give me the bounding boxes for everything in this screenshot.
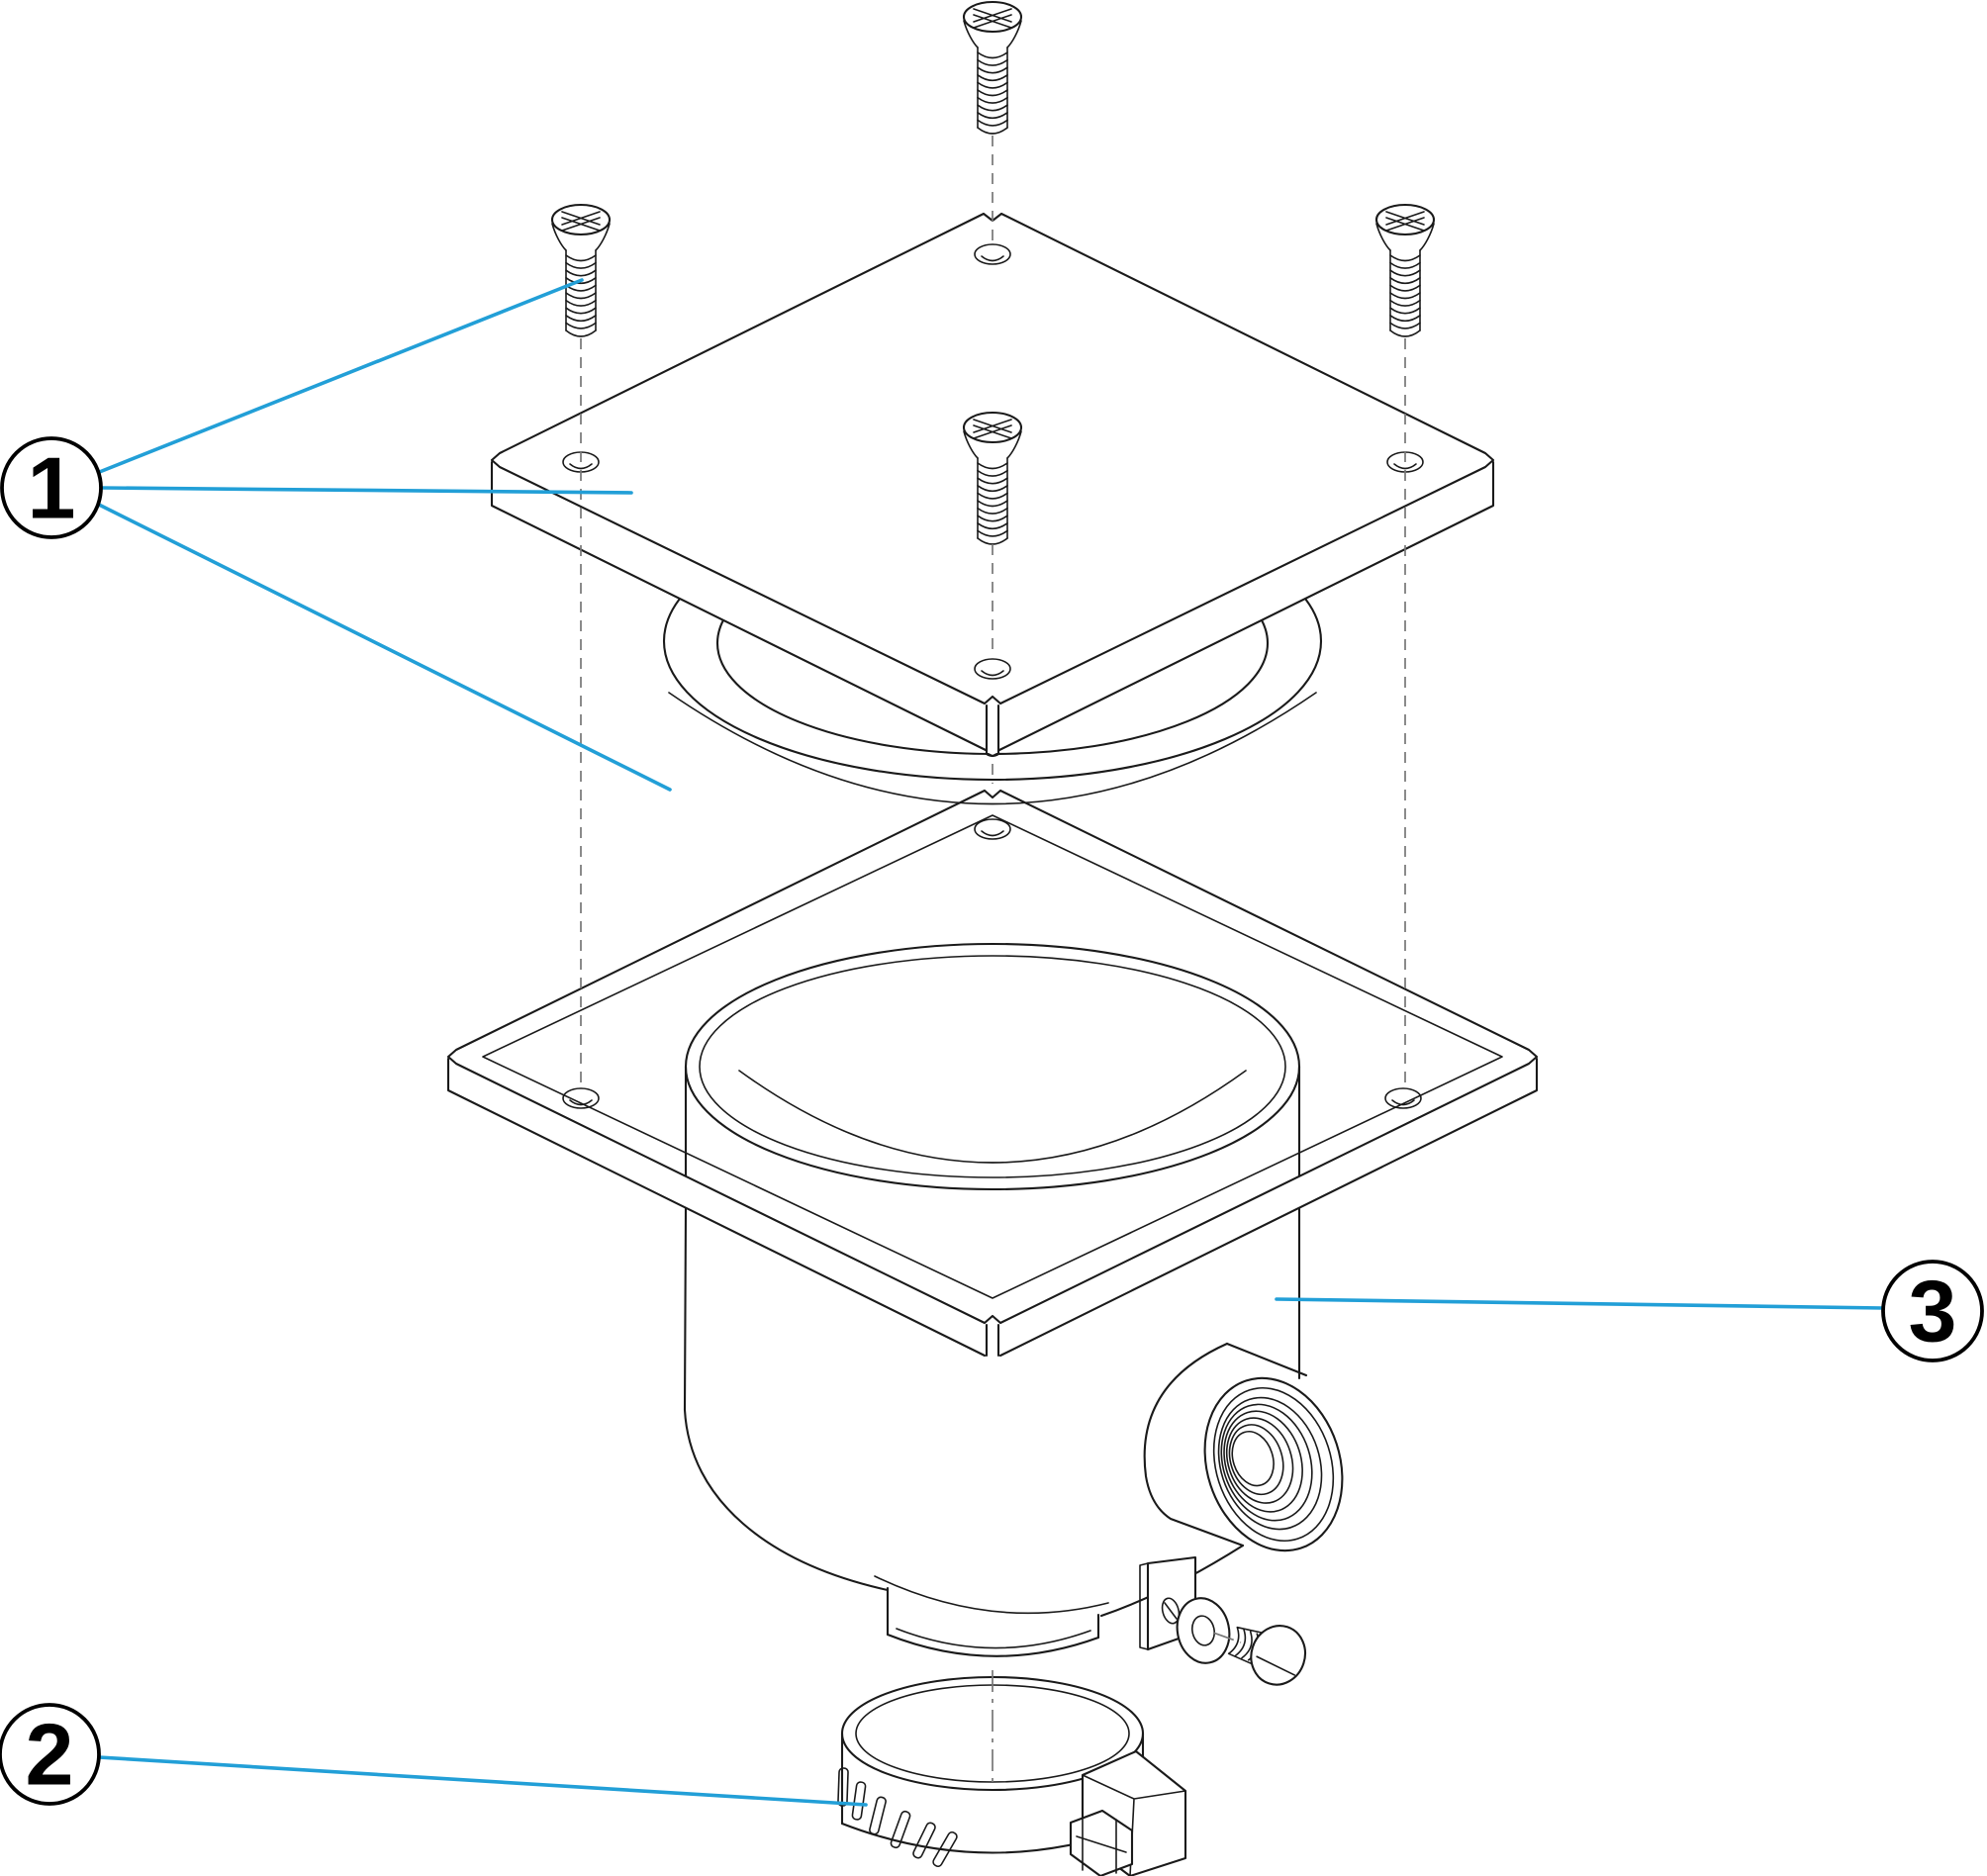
flange-face <box>448 787 1537 1359</box>
callout-3: 3 <box>1881 1260 1984 1362</box>
fixing-tab-assembly <box>1139 1555 1307 1686</box>
hose-clamp <box>837 1675 1187 1876</box>
callout-2-number: 2 <box>26 1706 74 1804</box>
bowl-interior-arc <box>738 1070 1247 1164</box>
port-silhouette <box>1143 1342 1308 1548</box>
outlet-spigot <box>874 1575 1109 1657</box>
screw-axis-centerline <box>1212 1632 1242 1643</box>
tab-thickness <box>1139 1562 1149 1650</box>
tab-slot-hole <box>1161 1597 1181 1625</box>
tab-slot-line <box>1164 1602 1178 1620</box>
alignment-dashed-lines <box>580 136 1406 1086</box>
washer-hole <box>1190 1615 1216 1646</box>
worm-screw-facets <box>1076 1816 1127 1874</box>
leader-1-to-plate <box>99 486 633 495</box>
pan-screw-slot <box>1256 1655 1296 1676</box>
port-thread-1 <box>1217 1396 1323 1531</box>
callout-3-circle <box>1881 1260 1984 1362</box>
threaded-side-port <box>1099 1342 1344 1618</box>
leader-2-to-clamp <box>97 1755 868 1807</box>
port-thread-3 <box>1223 1410 1303 1513</box>
callout-1: 1 <box>0 436 103 539</box>
port-thread-2 <box>1220 1403 1313 1522</box>
port-face-rim <box>1212 1386 1335 1543</box>
leader-1-to-screw <box>95 278 584 475</box>
outlet-rim-inner <box>896 1628 1091 1649</box>
pan-head-screw <box>1227 1625 1307 1686</box>
screw-top <box>962 0 1023 136</box>
clamp-worm-housing <box>1069 1749 1187 1876</box>
callout-2: 2 <box>0 1703 101 1806</box>
leader-1-to-oring <box>95 502 672 792</box>
leader-3-to-body <box>1275 1297 1885 1310</box>
o-ring-thickness-arc <box>668 692 1317 805</box>
bowl-wall-left <box>683 1065 890 1592</box>
pan-screw-head <box>1250 1625 1307 1686</box>
washer-outer <box>1176 1597 1231 1664</box>
screw-left <box>550 203 612 338</box>
bowl-opening-inner <box>699 955 1286 1178</box>
outlet-rim-outer <box>886 1633 1100 1657</box>
leader-lines <box>95 278 1885 1807</box>
screw-right <box>1374 203 1436 338</box>
outlet-fillet <box>874 1575 1109 1615</box>
callout-1-number: 1 <box>28 439 76 537</box>
port-thread-5 <box>1228 1424 1284 1496</box>
flange-inner-rim <box>482 814 1503 1299</box>
port-thread-6 <box>1231 1431 1275 1487</box>
drain-body <box>446 787 1539 1686</box>
callout-1-circle <box>0 436 103 539</box>
cover-plate-outline <box>490 212 1495 705</box>
port-thread-4 <box>1225 1417 1294 1504</box>
flange-thickness <box>446 1057 1539 1358</box>
outlet-sides <box>886 1586 1100 1640</box>
callout-3-number: 3 <box>1909 1263 1957 1360</box>
clamp-band-slots <box>837 1767 958 1868</box>
callout-2-circle <box>0 1703 101 1806</box>
cover-plate-thickness <box>490 460 1495 758</box>
flange-outline <box>446 789 1539 1325</box>
